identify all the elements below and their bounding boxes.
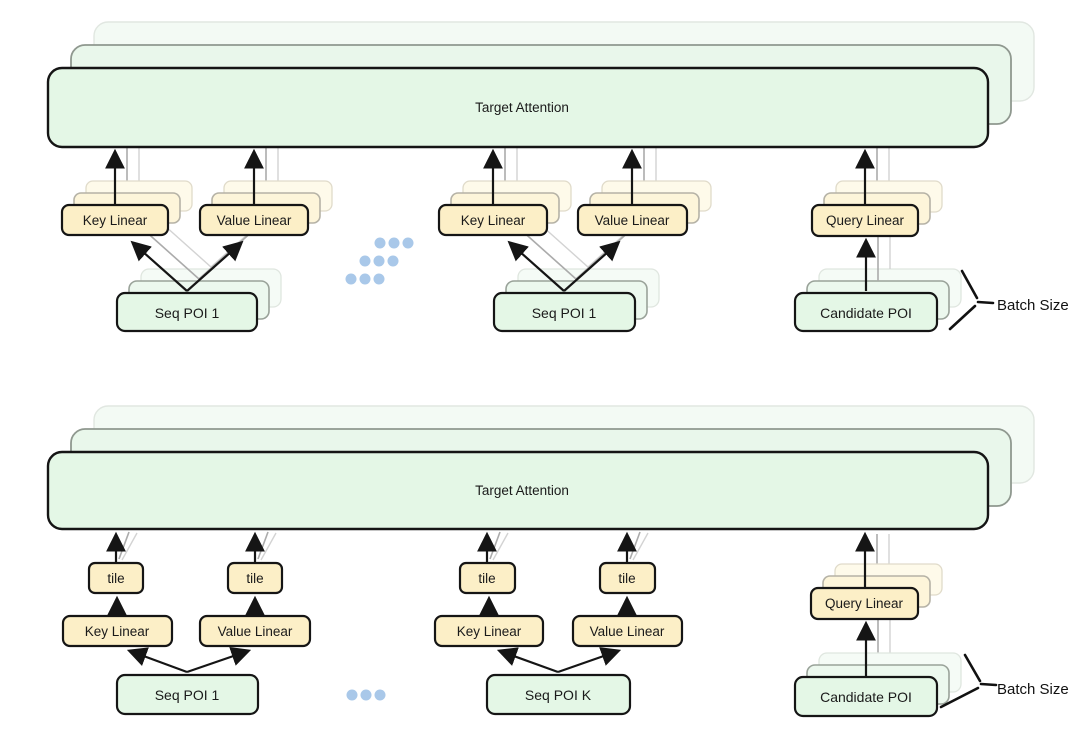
candidate-poi-label-top: Candidate POI: [820, 305, 912, 321]
seq-poi-k-label-bottom: Seq POI K: [525, 687, 592, 703]
value-linear-2-label-top: Value Linear: [595, 213, 670, 228]
key-linear-1-box-top: [60, 203, 170, 237]
value-linear-1-box-top: [198, 203, 310, 237]
key-linear-2-label-bottom: Key Linear: [457, 624, 522, 639]
candidate-poi-box-bottom: [793, 675, 939, 718]
target-attention-label-top: Target Attention: [475, 100, 569, 115]
batch-size-label-top: Batch Size: [997, 297, 1069, 314]
key-linear-1-label-top: Key Linear: [83, 213, 148, 228]
value-linear-1-box-bottom: [198, 614, 312, 648]
key-linear-2-label-top: Key Linear: [461, 213, 526, 228]
value-linear-1-label-top: Value Linear: [217, 213, 292, 228]
key-linear-1-label-bottom: Key Linear: [85, 624, 150, 639]
value-linear-1-label-bottom: Value Linear: [218, 624, 293, 639]
key-linear-1-box-bottom: [61, 614, 174, 648]
candidate-poi-label-bottom: Candidate POI: [820, 689, 912, 705]
candidate-poi-box-top: [793, 291, 939, 333]
batch-size-brace-top: [948, 269, 995, 331]
top-diagram: Target Attention Key Linear Value Linear…: [46, 21, 1069, 333]
ellipsis-dots-top: [345, 237, 414, 285]
query-linear-label-top: Query Linear: [826, 213, 905, 228]
bottom-diagram: Target Attention Target Attention tile t…: [46, 405, 1069, 718]
query-linear-box-top: [810, 203, 920, 238]
ellipsis-dots-bottom: [346, 689, 386, 701]
target-attention-box-bottom: [46, 450, 990, 531]
tile-2-box: [226, 561, 284, 595]
seq-poi-1-label-bottom: Seq POI 1: [155, 687, 220, 703]
query-linear-box-bottom: [809, 586, 920, 621]
tile-2-label: tile: [246, 571, 263, 586]
batch-size-label-bottom: Batch Size: [997, 681, 1069, 698]
value-linear-2-box-bottom: [571, 614, 684, 648]
tile-1-label: tile: [107, 571, 124, 586]
tile-3-box: [458, 561, 517, 595]
seq-poi-1-box-top: [115, 291, 259, 333]
tile-1-box: [87, 561, 145, 595]
seq-poi-1-label-top: Seq POI 1: [155, 305, 220, 321]
value-linear-2-box-top: [576, 203, 689, 237]
seq-poi-2-label-top: Seq POI 1: [532, 305, 597, 321]
tile-4-label: tile: [618, 571, 635, 586]
target-attention-label-bottom: Target Attention: [475, 483, 569, 498]
seq-poi-k-box-bottom: [485, 673, 632, 716]
key-linear-2-box-top: [437, 203, 549, 237]
ghost-fans-bottom: [118, 531, 649, 561]
arrows-bottom: [106, 531, 876, 676]
seq-poi-1-box-bottom: [115, 673, 260, 716]
target-attention-box-top: [46, 66, 990, 149]
tile-4-box: [598, 561, 657, 595]
arrows-top: [105, 148, 876, 292]
value-linear-2-label-bottom: Value Linear: [590, 624, 665, 639]
tile-3-label: tile: [478, 571, 495, 586]
query-linear-label-bottom: Query Linear: [825, 596, 904, 611]
batch-size-brace-bottom: [939, 653, 998, 709]
key-linear-2-box-bottom: [433, 614, 545, 648]
seq-poi-2-box-top: [492, 291, 637, 333]
